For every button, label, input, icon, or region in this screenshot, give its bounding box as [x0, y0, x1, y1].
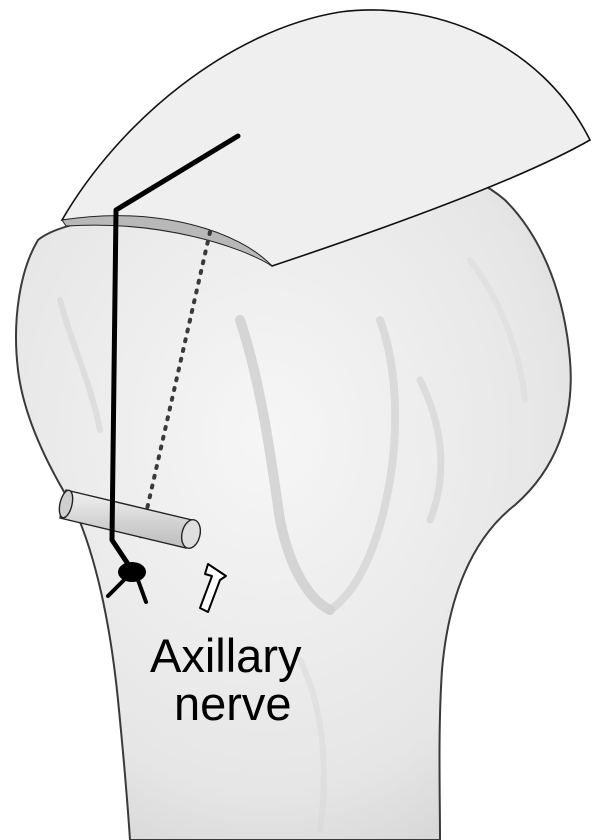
nerve-label-line2: nerve [174, 677, 292, 730]
nerve-label-line1: Axillary [150, 629, 302, 682]
